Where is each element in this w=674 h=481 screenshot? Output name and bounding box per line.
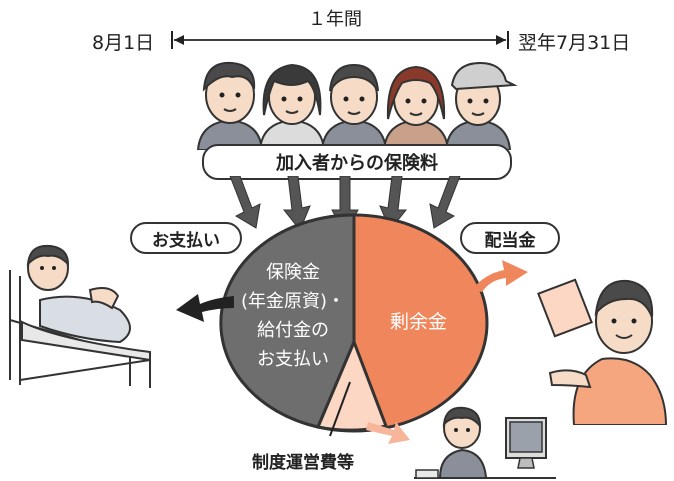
arrow-icon bbox=[366, 422, 410, 444]
pie-left-line-2: (年金原資)・ bbox=[240, 291, 346, 312]
payment-label: お支払い bbox=[152, 230, 220, 251]
expense-arrow bbox=[366, 422, 410, 444]
bottom-label-leader bbox=[329, 381, 351, 437]
person-icon bbox=[320, 63, 388, 150]
arrow-icon bbox=[229, 176, 261, 229]
dividend-arrow bbox=[472, 260, 528, 292]
dividend-label-pill: 配当金 bbox=[460, 222, 560, 254]
contributors-group bbox=[196, 61, 518, 150]
man-with-envelope-icon bbox=[537, 278, 668, 425]
pie-left-line-1: 保険金 bbox=[266, 262, 320, 283]
timeline-start-label: 8月1日 bbox=[92, 32, 155, 54]
arrow-icon bbox=[176, 294, 234, 322]
premium-label-pill: 加入者からの保険料 bbox=[202, 144, 512, 180]
timeline: 8月1日 １年間 翌年7月31日 bbox=[0, 0, 674, 60]
pie-left-line-3: 給付金の bbox=[257, 320, 329, 341]
payment-label-pill: お支払い bbox=[130, 222, 242, 254]
premium-label: 加入者からの保険料 bbox=[276, 153, 438, 174]
timeline-end-label: 翌年7月31日 bbox=[518, 32, 631, 54]
patient-in-bed-icon bbox=[9, 244, 151, 388]
person-icon bbox=[444, 61, 518, 150]
timeline-period-label: １年間 bbox=[308, 9, 362, 30]
person-icon bbox=[258, 63, 326, 150]
allocation-pie bbox=[219, 213, 489, 433]
pie-segment-bottom bbox=[315, 337, 389, 432]
arrow-icon bbox=[282, 176, 311, 231]
dividend-label: 配当金 bbox=[484, 230, 536, 251]
payment-arrow bbox=[176, 294, 234, 322]
pie-right-label: 剰余金 bbox=[390, 311, 448, 333]
pie-left-text: 保険金 (年金原資)・ 給付金の お支払い bbox=[228, 258, 358, 374]
pie-segment-left bbox=[219, 213, 356, 429]
pie-left-line-4: お支払い bbox=[257, 349, 329, 370]
person-icon bbox=[382, 65, 450, 150]
timeline-arrow bbox=[171, 31, 509, 49]
arrow-icon bbox=[472, 260, 528, 292]
office-worker-icon bbox=[414, 406, 556, 479]
person-icon bbox=[196, 61, 264, 150]
pie-bottom-label: 制度運営費等 bbox=[252, 453, 354, 473]
arrow-icon bbox=[429, 176, 461, 229]
